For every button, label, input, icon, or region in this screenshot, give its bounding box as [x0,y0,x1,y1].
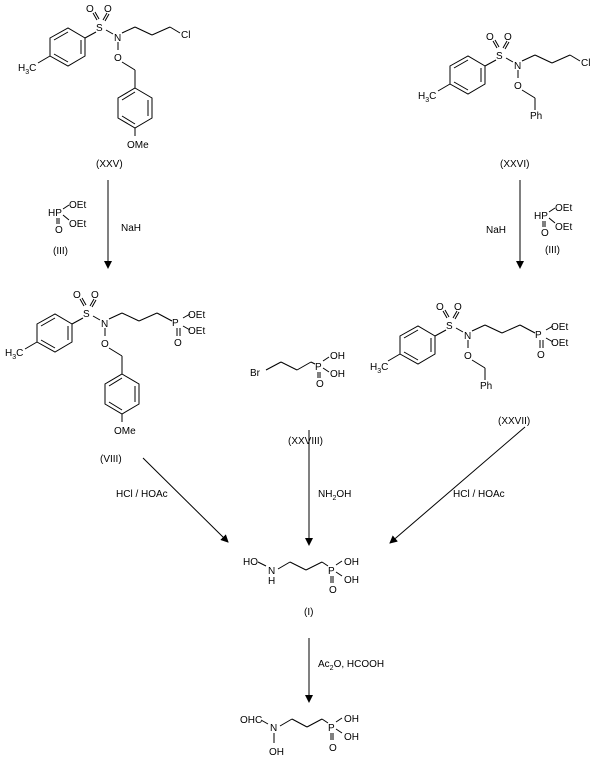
nitrogen-label: N [514,61,521,72]
atom-label: P [328,566,335,577]
compound-label-viii: (VIII) [100,454,122,465]
atom-label: H [268,576,275,587]
compound-xxvii: H3C S O O N P OEt OEt O O Ph (XXVII) [370,302,568,427]
compound-label-i: (I) [304,607,313,618]
sulfur-label: S [496,51,503,62]
atom-label: O [454,302,462,313]
atom-label: O [101,339,109,350]
atom-label: O [541,228,549,239]
atom-label: OHC [240,715,262,726]
atom-label: N [101,319,108,330]
reagent-ac2o-hcooh: Ac2O, HCOOH [318,659,384,672]
atom-label: Ph [480,381,492,392]
atom-label: OEt [555,222,572,233]
methoxy-label: OMe [127,140,149,151]
atom-label: H3C [418,91,436,104]
compound-final-product: OHC N OH P OH OH O [240,714,359,758]
reagent-label-iii: (III) [545,245,560,256]
atom-label: O [55,225,63,236]
atom-label: O [91,290,99,301]
compound-label-xxviii: (XXVIII) [288,436,323,447]
atom-label: N [270,723,277,734]
compound-xxviii: Br P OH OH O (XXVIII) [250,351,345,447]
compound-label-xxvi: (XXVI) [500,159,529,170]
atom-label: S [83,309,90,320]
atom-label: O [329,743,337,754]
atom-label: HP [48,208,62,219]
compound-label-xxv: (XXV) [96,159,123,170]
compound-xxvi: H3C S O O N Cl O Ph (XXVI) [418,32,590,170]
atom-label: OH [330,369,345,380]
atom-label: OEt [69,200,86,211]
chlorine-label: Cl [581,58,590,69]
oxo-label: O [486,32,494,43]
atom-label: P [328,723,335,734]
atom-label: OH [344,714,359,725]
atom-label: OH [344,557,359,568]
atom-label: H3C [370,362,388,375]
reagent-label-iii: (III) [53,246,68,257]
atom-label: Br [250,368,261,379]
reagent-phosphite-left: HP OEt OEt O (III) [48,200,86,257]
atom-label: OH [330,351,345,362]
reagent-phosphite-right: HP OEt OEt O (III) [534,203,572,256]
atom-label: HO [243,557,258,568]
compound-viii: H3C S O O N P OEt OEt O O OMe (VIII) [5,290,205,465]
methyl-label: H3C [18,63,36,76]
atom-label: O [174,338,182,349]
reagent-nah-right: NaH [486,225,506,236]
atom-label: OH [269,747,284,758]
ether-oxygen-label: O [514,81,522,92]
atom-label: OMe [114,426,136,437]
oxo-label: O [504,32,512,43]
atom-label: P [315,362,322,373]
reagent-hydroxylamine: NH2OH [318,489,351,502]
atom-label: HP [534,211,548,222]
oxo-label: O [86,4,94,15]
compound-label-xxvii: (XXVII) [498,416,530,427]
oxo-label: O [104,4,112,15]
arrow-xxvii-to-i [389,426,526,544]
atom-label: O [329,585,337,596]
atom-label: OEt [551,338,568,349]
arrow-viii-to-i [142,457,229,543]
atom-label: N [464,331,471,342]
atom-label: O [73,290,81,301]
atom-label: O [316,379,324,390]
compound-i: HO N H P OH OH O (I) [243,557,359,618]
atom-label: OH [344,732,359,743]
reagent-hcl-hoac-right: HCl / HOAc [453,489,505,500]
ether-oxygen-label: O [114,53,122,64]
atom-label: OEt [188,326,205,337]
atom-label: OEt [555,203,572,214]
atom-label: OH [344,575,359,586]
atom-label: H3C [5,348,23,361]
atom-label: N [268,566,275,577]
atom-label: S [446,321,453,332]
atom-label: OEt [69,219,86,230]
chlorine-label: Cl [181,30,190,41]
sulfur-label: S [96,23,103,34]
atom-label: O [436,302,444,313]
atom-label: P [172,318,179,329]
compound-xxv: H3C S O O N Cl O OMe (XXV) [18,4,190,170]
atom-label: O [464,351,472,362]
atom-label: O [537,350,545,361]
atom-label: OEt [551,322,568,333]
phenyl-label: Ph [530,111,542,122]
reagent-hcl-hoac-left: HCl / HOAc [116,489,168,500]
atom-label: P [535,330,542,341]
nitrogen-label: N [114,33,121,44]
atom-label: OEt [188,310,205,321]
reagent-nah-left: NaH [121,223,141,234]
